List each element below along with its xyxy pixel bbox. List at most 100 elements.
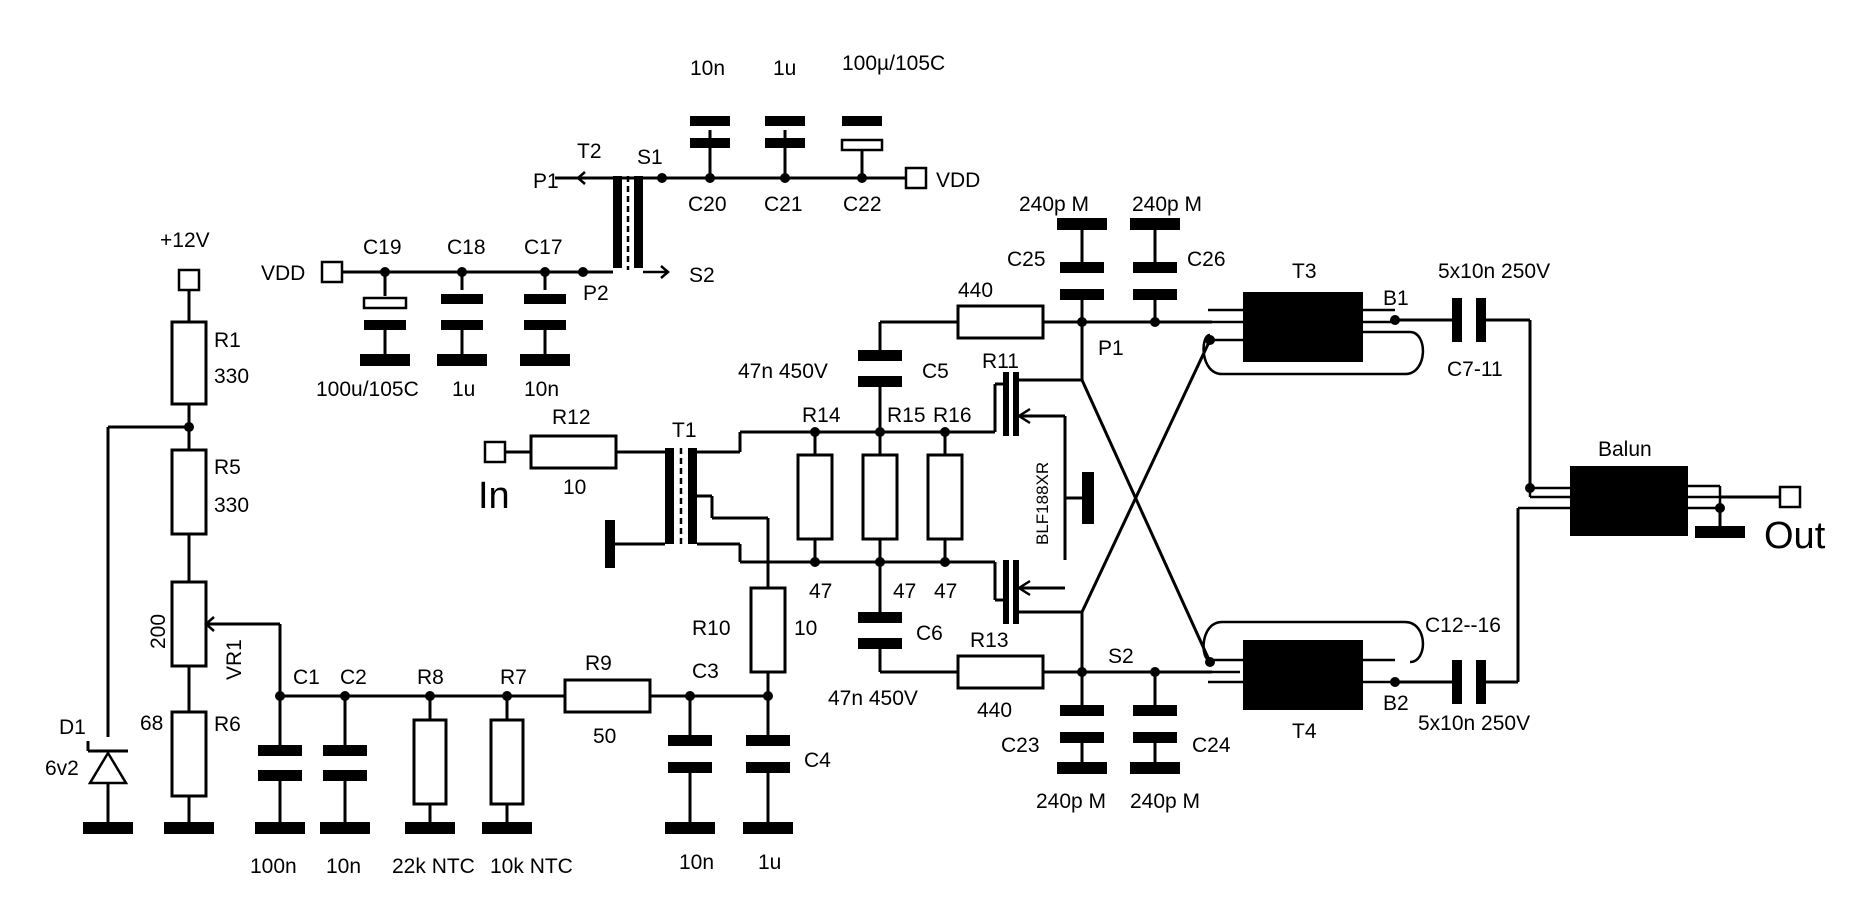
balun-core <box>1570 466 1688 536</box>
c26-value: 240p M <box>1132 193 1202 216</box>
vr1-value: 200 <box>147 614 170 649</box>
r7-ref: R7 <box>500 666 527 689</box>
bias-filter-bus: C1 C2 R8 R7 R9 50 C3 C4 R10 10 100n 10n … <box>250 540 831 878</box>
r8-ref: R8 <box>417 666 444 689</box>
c3-ref: C3 <box>692 660 719 683</box>
c22-value: 100µ/105C <box>842 52 945 75</box>
c25-value: 240p M <box>1019 193 1089 216</box>
c21-plate-top <box>765 116 805 126</box>
c7-11-value: 5x10n 250V <box>1438 260 1550 283</box>
r16-ref: R16 <box>933 404 972 427</box>
r6-ref: R6 <box>214 713 241 736</box>
c4-value: 1u <box>758 851 781 874</box>
t4-ref: T4 <box>1292 720 1317 743</box>
t2-s1: S1 <box>637 146 663 169</box>
c26-ref: C26 <box>1187 248 1226 271</box>
c20-ref: C20 <box>688 193 727 216</box>
c17-ref: C17 <box>524 236 563 259</box>
c22-ref: C22 <box>843 193 882 216</box>
c1-ref: C1 <box>293 666 320 689</box>
input-terminal <box>483 440 507 464</box>
decoupling-right-group: 10n 1u 100µ/105C C20 C21 C22 VDD <box>555 52 980 216</box>
c3-value: 10n <box>679 851 714 874</box>
r12-value: 10 <box>563 476 586 499</box>
r9-ref: R9 <box>585 652 612 675</box>
c12-16-value: 5x10n 250V <box>1418 712 1530 735</box>
t3-ref: T3 <box>1292 260 1317 283</box>
output-label: Out <box>1764 515 1826 557</box>
balun-ref: Balun <box>1598 438 1652 461</box>
t2-p2: P2 <box>583 282 609 305</box>
r10-ref: R10 <box>692 617 731 640</box>
r7-value: 10k NTC <box>490 855 573 878</box>
c21-value: 1u <box>773 57 796 80</box>
r5-resistor <box>170 448 208 536</box>
input-label: In <box>478 475 510 517</box>
c22-plate-bottom <box>840 138 884 152</box>
c12-16-ref: C12--16 <box>1425 614 1501 637</box>
node-b2: B2 <box>1383 692 1409 715</box>
c25-ref: C25 <box>1007 248 1046 271</box>
c20-value: 10n <box>690 57 725 80</box>
r14-value: 47 <box>809 580 832 603</box>
c24-value: 240p M <box>1130 790 1200 813</box>
r6-resistor <box>170 710 208 798</box>
r10-value: 10 <box>794 617 817 640</box>
decoupling-left-group: VDD C19 C18 C17 100u/105C 1u 10n <box>261 236 588 401</box>
r8-value: 22k NTC <box>392 855 475 878</box>
feedback-networks: 440 C5 47n 450V C6 47n 450V 440 R13 R11 <box>738 279 1212 722</box>
c6-ref: C6 <box>916 622 943 645</box>
c21-plate-bottom <box>765 138 805 148</box>
r6-value: 68 <box>140 712 163 735</box>
t1-ref: T1 <box>672 419 697 442</box>
c5-value: 47n 450V <box>738 360 828 383</box>
plus12v-label: +12V <box>160 229 210 252</box>
c23-value: 240p M <box>1036 790 1106 813</box>
d1-value: 6v2 <box>45 757 79 780</box>
r5-ref: R5 <box>214 456 241 479</box>
vdd-right-terminal <box>904 166 928 190</box>
r16-value: 47 <box>934 580 957 603</box>
bias-chain: +12V R1 330 R5 330 200 VR1 68 R6 D1 6v2 <box>45 229 282 834</box>
vdd-left-label: VDD <box>261 262 305 285</box>
c17-value: 10n <box>524 378 559 401</box>
node-s2: S2 <box>1108 645 1134 668</box>
r15-ref: R15 <box>887 404 926 427</box>
c19-ref: C19 <box>363 236 402 259</box>
c5-ref: C5 <box>922 360 949 383</box>
c22-plate-top <box>842 116 882 126</box>
t2-s2: S2 <box>689 264 715 287</box>
c6-value: 47n 450V <box>828 687 918 710</box>
c1-value: 100n <box>250 855 297 878</box>
output-terminal <box>1778 485 1802 509</box>
input-stage: In R12 10 T1 R14 <box>478 404 995 612</box>
c18-ref: C18 <box>447 236 486 259</box>
transformer-t2: T2 S1 P1 S2 P2 <box>533 140 715 305</box>
c2-value: 10n <box>326 855 361 878</box>
drain-caps: 240p M 240p M C25 C26 P1 C23 C24 240p M … <box>1001 193 1231 813</box>
vr1-ref: VR1 <box>223 639 246 680</box>
r9-value: 50 <box>593 725 616 748</box>
c18-value: 1u <box>452 378 475 401</box>
r1-resistor <box>170 320 208 406</box>
r1-ref: R1 <box>214 329 241 352</box>
transistor-blf188xr: BLF188XR <box>993 322 1094 672</box>
vr1-potentiometer <box>170 580 208 668</box>
c21-ref: C21 <box>764 193 803 216</box>
transistor-part: BLF188XR <box>1033 462 1052 545</box>
c2-ref: C2 <box>340 666 367 689</box>
r14-ref: R14 <box>802 404 841 427</box>
c4-ref: C4 <box>804 749 831 772</box>
t2-ref: T2 <box>577 140 602 163</box>
fb-top-res-value: 440 <box>958 279 993 302</box>
c19-value: 100u/105C <box>316 378 419 401</box>
c20-plate-bottom <box>690 138 730 148</box>
c20-plate-top <box>690 116 730 126</box>
node-b1: B1 <box>1383 287 1409 310</box>
c23-ref: C23 <box>1001 734 1040 757</box>
output-transformers: T3 B1 T4 B2 <box>1080 260 1425 743</box>
t2-p1: P1 <box>533 170 559 193</box>
r12-ref: R12 <box>552 406 591 429</box>
c7-11-ref: C7-11 <box>1447 358 1503 381</box>
